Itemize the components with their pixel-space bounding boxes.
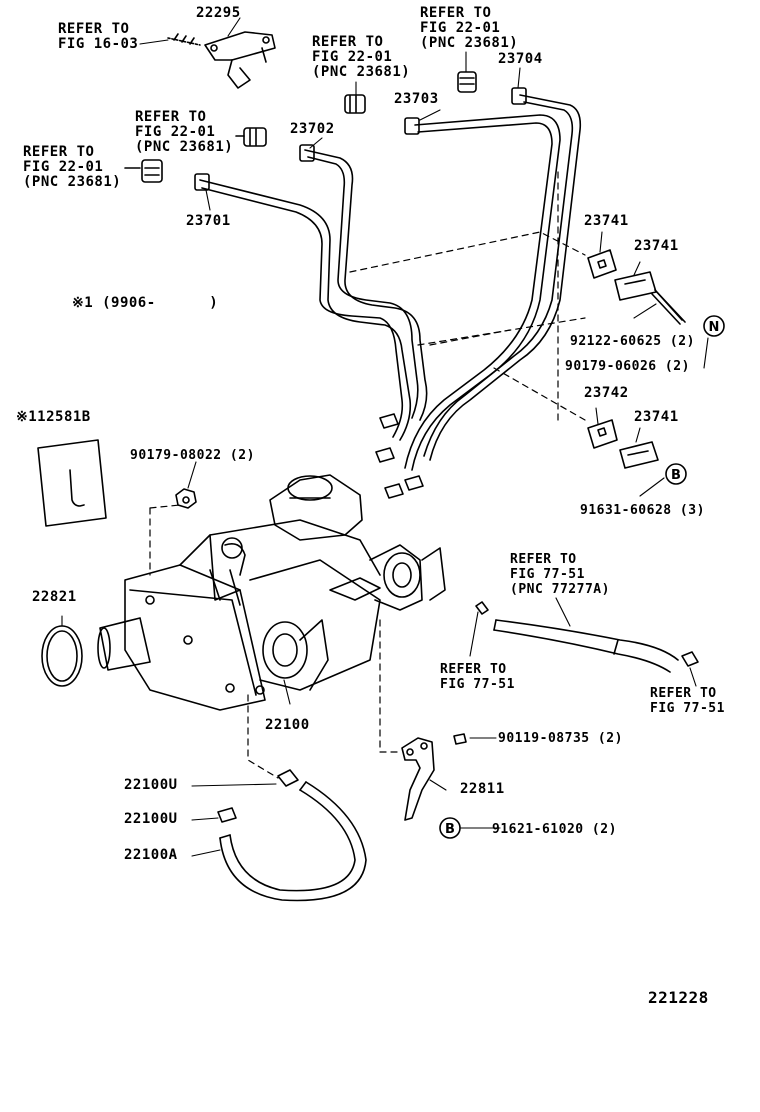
bolt-23681-a [457,71,477,93]
clamp-23741-b [614,271,683,325]
clamp-23741-c [619,441,659,469]
label-92122-60625: 92122-60625 (2) [570,334,695,349]
label-refer-fig-22-01-left: REFER TO FIG 22-01 (PNC 23681) [135,109,234,155]
hose-77277a [475,601,699,673]
label-23701: 23701 [186,213,231,229]
bolt-23681-d [124,159,163,183]
label-23741-b: 23741 [634,238,679,254]
label-112581b: ※112581B [16,409,91,425]
label-23702: 23702 [290,121,335,137]
label-note-9906: ※1 (9906- ) [72,295,219,311]
label-91621-61020: 91621-61020 (2) [492,822,617,837]
label-22100u-a: 22100U [124,777,178,793]
label-22295: 22295 [196,5,241,21]
clamp-23742 [587,419,618,449]
label-90119-08735: 90119-08735 (2) [498,731,623,746]
circle-b2-text: B [445,822,455,837]
label-22100: 22100 [265,717,310,733]
label-22821: 22821 [32,589,77,605]
bracket-22295 [167,31,276,89]
label-refer-fig-22-01-mid: REFER TO FIG 22-01 (PNC 23681) [312,34,411,80]
circle-n-text: N [709,320,720,335]
label-23704: 23704 [498,51,543,67]
label-refer-fig-22-01-far-left: REFER TO FIG 22-01 (PNC 23681) [23,144,122,190]
label-22811: 22811 [460,781,505,797]
circle-n-marker: N [703,315,725,337]
label-22100a: 22100A [124,847,178,863]
injection-pipes [194,87,582,499]
label-23742: 23742 [584,385,629,401]
label-90179-06026: 90179-06026 (2) [565,359,690,374]
bolt-23681-c [235,127,267,147]
label-refer-fig-16-03: REFER TO FIG 16-03 [58,21,139,52]
injection-pump-22100 [97,474,446,711]
label-91631-60628: 91631-60628 (3) [580,503,705,518]
label-refer-fig-77-51-pnc: REFER TO FIG 77-51 (PNC 77277A) [510,552,610,597]
circle-b1-text: B [671,468,681,483]
diagram-id: 221228 [648,988,709,1007]
label-23703: 23703 [394,91,439,107]
circle-b-marker-1: B [665,463,687,485]
hose-22100a [217,769,367,902]
label-refer-fig-22-01-top: REFER TO FIG 22-01 (PNC 23681) [420,5,519,51]
label-refer-fig-77-51-right: REFER TO FIG 77-51 [650,686,725,716]
label-22100u-b: 22100U [124,811,178,827]
nut-90179-08022 [175,488,197,509]
label-23741-c: 23741 [634,409,679,425]
bolt-90179-06026 [654,289,686,323]
clamp-23741-a [587,249,617,279]
label-23741-a: 23741 [584,213,629,229]
label-90179-08022: 90179-08022 (2) [130,448,255,463]
circle-b-marker-2: B [439,817,461,839]
label-refer-fig-77-51-left: REFER TO FIG 77-51 [440,662,515,692]
bracket-22811 [401,733,467,821]
bolt-23681-b [344,94,366,114]
gasket-112581b [37,439,107,527]
o-ring-22821 [41,625,83,687]
